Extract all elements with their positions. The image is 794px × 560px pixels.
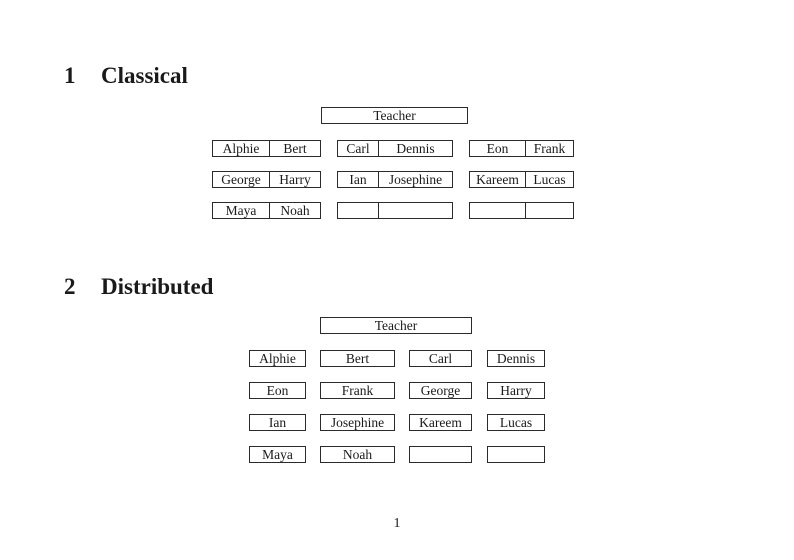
desk: Eon Frank bbox=[469, 140, 574, 157]
seat: Bert bbox=[283, 141, 307, 157]
teacher-desk: Teacher bbox=[320, 317, 472, 334]
seat: Josephine bbox=[388, 172, 443, 188]
seat: Eon bbox=[266, 383, 289, 399]
desk bbox=[337, 202, 453, 219]
desk: Alphie Bert bbox=[212, 140, 321, 157]
desk: Eon bbox=[249, 382, 306, 399]
seat: Ian bbox=[268, 415, 287, 431]
seat: Alphie bbox=[213, 141, 270, 156]
desk: Kareem Lucas bbox=[469, 171, 574, 188]
seat: Eon bbox=[470, 141, 526, 156]
desk: Carl bbox=[409, 350, 472, 367]
desk: Alphie bbox=[249, 350, 306, 367]
desk: Ian bbox=[249, 414, 306, 431]
seat: Noah bbox=[342, 447, 373, 463]
seat: Frank bbox=[341, 383, 374, 399]
seat: Alphie bbox=[259, 351, 296, 367]
seat: Noah bbox=[280, 203, 310, 219]
section-number: 2 bbox=[64, 274, 76, 299]
seat bbox=[338, 203, 379, 218]
seat bbox=[470, 203, 526, 218]
seat: Carl bbox=[428, 351, 453, 367]
desk: Carl Dennis bbox=[337, 140, 453, 157]
section-number: 1 bbox=[64, 63, 76, 88]
desk: Dennis bbox=[487, 350, 545, 367]
desk bbox=[469, 202, 574, 219]
seat: Harry bbox=[500, 383, 532, 399]
seat: Carl bbox=[338, 141, 379, 156]
seat: Ian bbox=[338, 172, 379, 187]
desk: Maya Noah bbox=[212, 202, 321, 219]
seat bbox=[526, 203, 573, 218]
seat: Josephine bbox=[330, 415, 385, 431]
desk: Bert bbox=[320, 350, 395, 367]
desk: Frank bbox=[320, 382, 395, 399]
seat: George bbox=[420, 383, 461, 399]
desk: Kareem bbox=[409, 414, 472, 431]
seat: Harry bbox=[279, 172, 311, 188]
seat bbox=[379, 203, 452, 218]
seat: George bbox=[213, 172, 270, 187]
section-heading-classical: 1 Classical bbox=[64, 64, 188, 87]
seat: Kareem bbox=[470, 172, 526, 187]
page-number: 1 bbox=[393, 516, 401, 531]
desk: Harry bbox=[487, 382, 545, 399]
desk bbox=[409, 446, 472, 463]
seat: Bert bbox=[345, 351, 370, 367]
seat: Lucas bbox=[533, 172, 566, 188]
seat: Maya bbox=[213, 203, 270, 218]
seat: Dennis bbox=[396, 141, 435, 157]
desk: Lucas bbox=[487, 414, 545, 431]
desk: George Harry bbox=[212, 171, 321, 188]
seat: Lucas bbox=[499, 415, 533, 431]
desk: Ian Josephine bbox=[337, 171, 453, 188]
desk bbox=[487, 446, 545, 463]
section-title: Classical bbox=[101, 63, 188, 88]
seat: Frank bbox=[533, 141, 566, 157]
section-heading-distributed: 2 Distributed bbox=[64, 275, 213, 298]
desk: Josephine bbox=[320, 414, 395, 431]
teacher-desk: Teacher bbox=[321, 107, 468, 124]
desk: Maya bbox=[249, 446, 306, 463]
seat: Maya bbox=[262, 447, 293, 463]
seat: Dennis bbox=[496, 351, 536, 367]
desk: George bbox=[409, 382, 472, 399]
seat bbox=[410, 447, 471, 462]
desk: Noah bbox=[320, 446, 395, 463]
section-title: Distributed bbox=[101, 274, 214, 299]
seat: Kareem bbox=[419, 415, 462, 431]
seat bbox=[488, 447, 544, 462]
